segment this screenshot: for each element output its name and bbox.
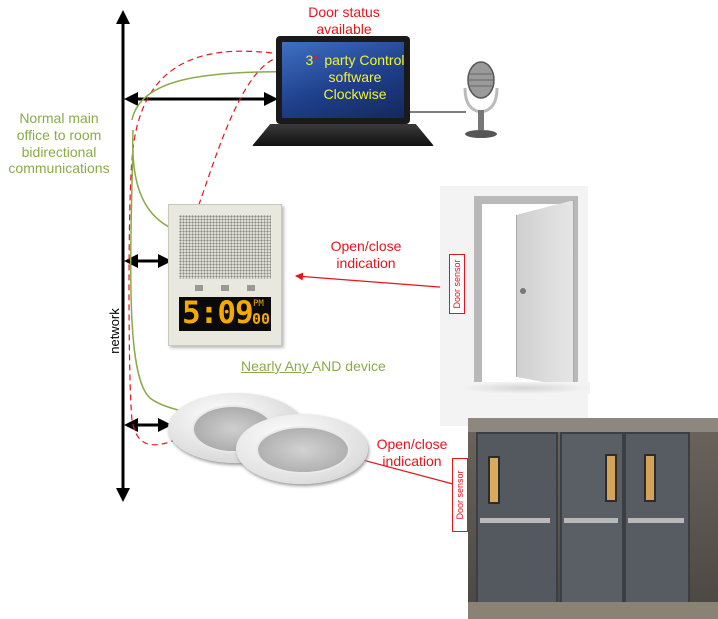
door-floor: [468, 602, 718, 619]
laptop-screen: [282, 42, 404, 118]
door-status-dashed-path: [128, 50, 293, 446]
ceiling-speaker-2: [236, 414, 368, 484]
clock-ampm: PM: [253, 299, 264, 309]
indicator-led-1: [195, 285, 203, 291]
microphone-icon: [460, 60, 502, 140]
push-bar-1: [480, 518, 550, 523]
software-label: 3rd party Control software Clockwise: [305, 52, 405, 102]
double-doors-photo: [468, 418, 718, 619]
speaker-2-grille: [256, 426, 350, 474]
speaker-grille: [179, 215, 271, 279]
door-sensor-2: Door sensor: [452, 458, 468, 532]
clock-time: 5:09: [182, 295, 254, 331]
network-label: network: [107, 308, 122, 354]
push-bar-3: [628, 518, 684, 523]
indicator-led-3: [247, 285, 255, 291]
network-arrow-top: [116, 10, 130, 24]
push-bar-2: [564, 518, 618, 523]
door-panel: [516, 200, 574, 388]
door-window-2: [605, 454, 617, 502]
sensor1-line: [295, 272, 453, 289]
open-close-label-1: Open/close indication: [330, 238, 402, 271]
door-floor-shadow: [460, 382, 590, 394]
comms-curve-laptop: [131, 67, 301, 121]
laptop-base: [252, 124, 434, 146]
door-frame-top: [468, 418, 718, 432]
clock-display: 5:09 PM 00: [179, 295, 271, 331]
indicator-led-2: [221, 285, 229, 291]
door-knob: [520, 288, 526, 294]
door-status-label: Door status available: [308, 4, 380, 37]
nearly-any-label: Nearly Any AND device: [241, 358, 386, 374]
clock-seconds: 00: [252, 310, 271, 328]
door-sensor-1: Door sensor: [449, 254, 465, 314]
open-close-label-2: Open/close indication: [376, 436, 448, 469]
door-window-3: [644, 454, 656, 502]
network-arrow-bottom: [116, 488, 130, 502]
door-window-1: [488, 456, 500, 504]
laptop: [252, 36, 434, 150]
comms-label: Normal main office to room bidirectional…: [8, 110, 110, 177]
intercom-clock-device: 5:09 PM 00: [168, 204, 282, 346]
